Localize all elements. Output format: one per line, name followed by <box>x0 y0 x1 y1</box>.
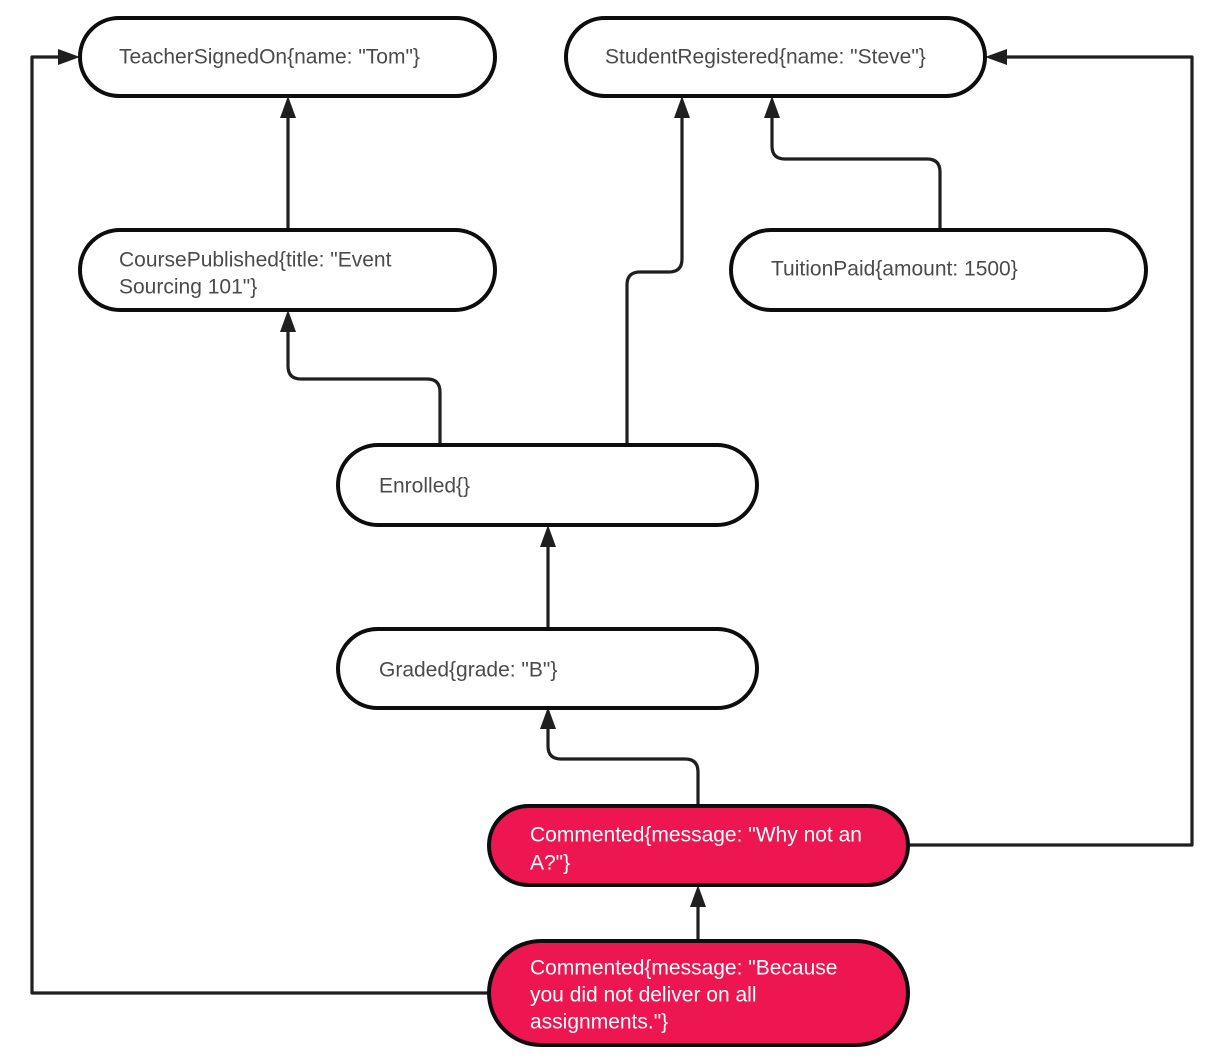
node-commented-because-label-line-1: you did not deliver on all <box>530 984 756 1007</box>
node-commented-why-not-an-a[interactable]: Commented{message: "Why not an A?"} <box>487 804 910 887</box>
node-enrolled-label-line-0: Enrolled{} <box>379 475 470 498</box>
edge-enrolled-to-student-registered <box>625 96 690 445</box>
node-teacher-signed-on-shape[interactable] <box>78 16 497 98</box>
edge-layer <box>30 49 1194 995</box>
node-commented-because-you-did-not-deliver[interactable]: Commented{message: "Because you did not … <box>487 939 910 1047</box>
node-graded-shape[interactable] <box>336 627 759 710</box>
edge-commented-b-to-teacher-signed-on <box>30 49 489 995</box>
node-commented-why-not-an-a-label-line-0: Commented{message: "Why not an <box>530 824 862 847</box>
edge-commented-a-to-student-registered <box>908 49 1194 847</box>
node-teacher-signed-on[interactable]: TeacherSignedOn{name: "Tom"} <box>78 16 497 98</box>
edge-tuition-paid-to-student-registered <box>764 96 942 230</box>
edge-commented-a-to-graded <box>540 707 700 806</box>
edge-graded-to-enrolled <box>540 525 556 629</box>
node-student-registered[interactable]: StudentRegistered{name: "Steve"} <box>564 16 987 98</box>
node-graded-label-line-0: Graded{grade: "B"} <box>379 659 557 682</box>
node-course-published[interactable]: CoursePublished{title: "Event Sourcing 1… <box>78 228 497 312</box>
node-tuition-paid-shape[interactable] <box>729 228 1148 312</box>
node-tuition-paid-label-line-0: TuitionPaid{amount: 1500} <box>771 258 1018 281</box>
node-teacher-signed-on-label-line-0: TeacherSignedOn{name: "Tom"} <box>119 46 420 69</box>
node-layer: TeacherSignedOn{name: "Tom"} StudentRegi… <box>78 16 1148 1047</box>
node-commented-why-not-an-a-label-line-1: A?"} <box>530 852 570 875</box>
node-student-registered-shape[interactable] <box>564 16 987 98</box>
node-course-published-shape[interactable] <box>78 228 497 312</box>
node-student-registered-label-line-0: StudentRegistered{name: "Steve"} <box>605 46 926 69</box>
edge-course-published-to-teacher-signed-on <box>280 96 296 230</box>
node-course-published-label-line-1: Sourcing 101"} <box>119 276 257 299</box>
node-graded[interactable]: Graded{grade: "B"} <box>336 627 759 710</box>
node-enrolled-shape[interactable] <box>336 443 759 527</box>
edge-commented-b-to-commented-a <box>690 885 706 941</box>
node-commented-why-not-an-a-shape[interactable] <box>487 804 910 887</box>
node-commented-because-label-line-0: Commented{message: "Because <box>530 957 837 980</box>
edge-enrolled-to-course-published <box>280 310 442 445</box>
node-enrolled[interactable]: Enrolled{} <box>336 443 759 527</box>
node-course-published-label-line-0: CoursePublished{title: "Event <box>119 249 392 272</box>
node-commented-because-label-line-2: assignments."} <box>530 1011 668 1034</box>
node-commented-because-you-did-not-deliver-shape[interactable] <box>487 939 910 1047</box>
node-tuition-paid[interactable]: TuitionPaid{amount: 1500} <box>729 228 1148 312</box>
